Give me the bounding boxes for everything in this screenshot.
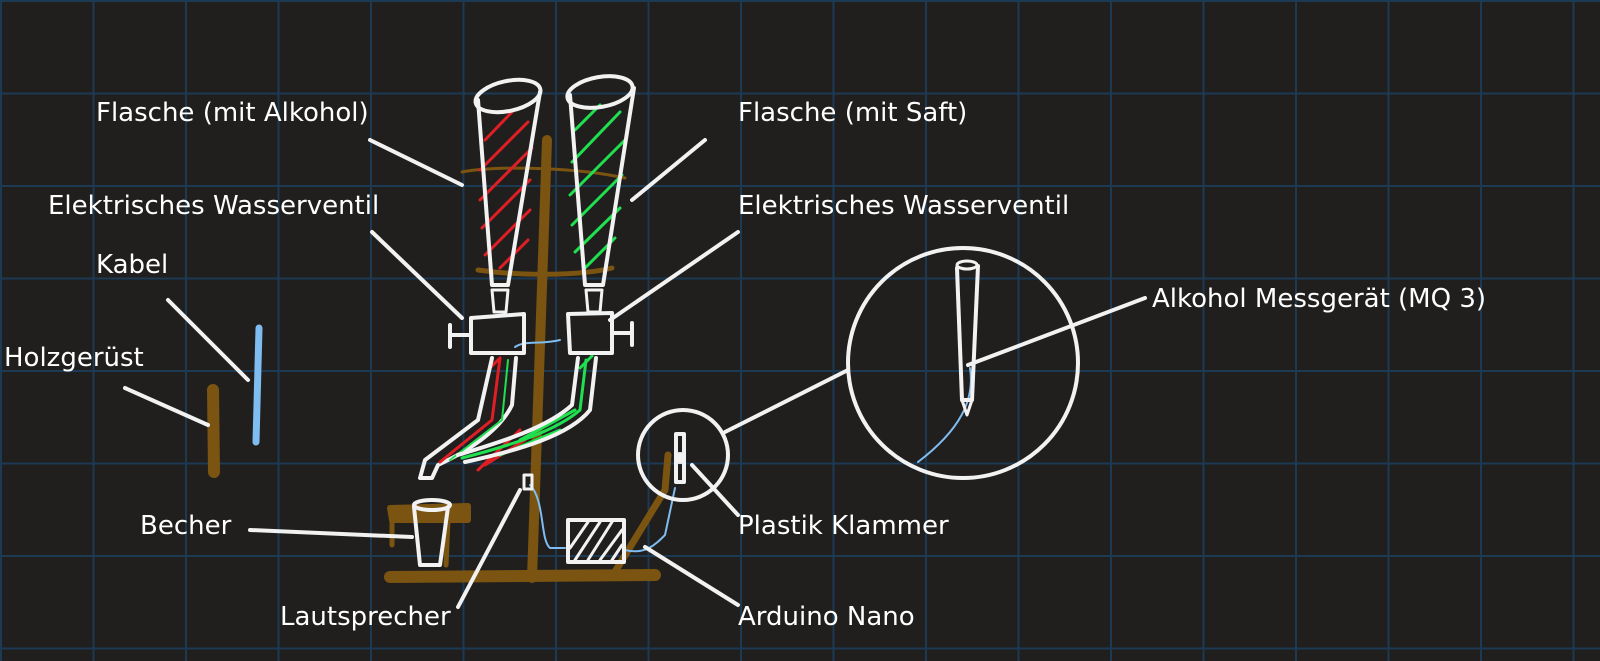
speaker: [522, 473, 534, 491]
bottle-juice: [456, 74, 636, 464]
cables: [514, 339, 676, 553]
arduino-nano: [566, 518, 626, 564]
label-valve-left: Elektrisches Wasserventil: [48, 191, 380, 221]
sensor-mq3: [917, 259, 980, 463]
leader-lines: [123, 138, 1147, 609]
label-valve-right: Elektrisches Wasserventil: [738, 191, 1070, 221]
label-speaker: Lautsprecher: [280, 602, 451, 632]
label-bottle-alcohol: Flasche (mit Alkohol): [96, 98, 369, 128]
label-wood-frame: Holzgerüst: [4, 343, 144, 373]
legend-wood-swatch: [207, 384, 220, 478]
label-arduino: Arduino Nano: [738, 602, 915, 632]
sensor-zoom-large: [846, 246, 1080, 480]
label-clamp: Plastik Klammer: [738, 511, 949, 541]
wood-frame: [384, 135, 672, 583]
label-bottle-juice: Flasche (mit Saft): [738, 98, 968, 128]
bottle-alcohol: [418, 77, 543, 480]
label-sensor: Alkohol Messgerät (MQ 3): [1152, 284, 1487, 314]
label-cup: Becher: [140, 511, 232, 541]
legend-cable-swatch: [252, 324, 263, 446]
clamp-zoom-small: [636, 408, 730, 502]
cup: [412, 498, 452, 567]
clamp: [674, 432, 686, 484]
label-cable: Kabel: [96, 250, 169, 280]
